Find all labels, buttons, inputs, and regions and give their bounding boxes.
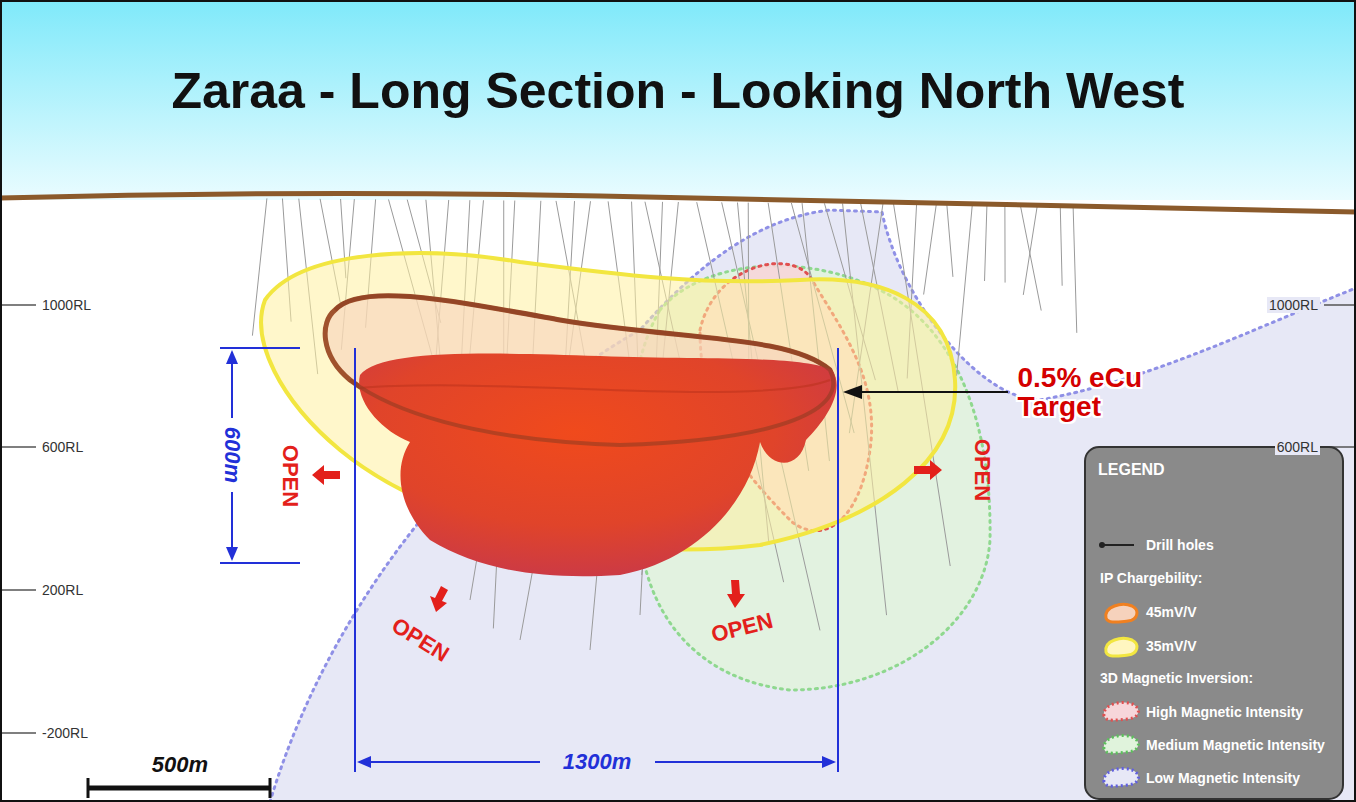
rl-label: 200RL bbox=[40, 582, 85, 598]
target-pointer bbox=[843, 385, 1008, 399]
width-dimension bbox=[355, 348, 838, 772]
rl-label: -200RL bbox=[40, 725, 90, 741]
title: Zaraa - Long Section - Looking North Wes… bbox=[0, 62, 1356, 120]
rl-label: 1000RL bbox=[40, 297, 93, 313]
dimension-label: 600m bbox=[219, 427, 245, 483]
legend-title: LEGEND bbox=[1098, 461, 1165, 479]
sky bbox=[0, 0, 1356, 200]
legend-label: 35mV/V bbox=[1146, 638, 1197, 654]
target-label: 0.5% eCu Target bbox=[1018, 363, 1163, 422]
open-label: OPEN bbox=[969, 439, 995, 501]
legend-label: Drill holes bbox=[1146, 537, 1214, 553]
open-label: OPEN bbox=[277, 445, 303, 507]
legend-label: Medium Magnetic Intensity bbox=[1146, 737, 1325, 753]
legend-heading: 3D Magnetic Inversion: bbox=[1100, 670, 1253, 686]
rl-label: 600RL bbox=[1275, 439, 1320, 455]
legend-label: 45mV/V bbox=[1146, 604, 1197, 620]
rl-label: 1000RL bbox=[1267, 297, 1320, 313]
ore-body bbox=[359, 354, 837, 577]
scale-bar bbox=[88, 778, 270, 798]
ground-surface bbox=[0, 193, 1356, 212]
scale-label: 500m bbox=[152, 752, 208, 778]
drill-holes bbox=[252, 198, 1076, 650]
legend-label: Low Magnetic Intensity bbox=[1146, 770, 1300, 786]
legend-label: High Magnetic Intensity bbox=[1146, 704, 1303, 720]
legend-box bbox=[1085, 447, 1343, 799]
dimension-label: 1300m bbox=[563, 749, 632, 775]
rl-label: 600RL bbox=[40, 439, 85, 455]
open-arrows bbox=[312, 460, 942, 612]
legend-heading: IP Chargebility: bbox=[1100, 570, 1202, 586]
